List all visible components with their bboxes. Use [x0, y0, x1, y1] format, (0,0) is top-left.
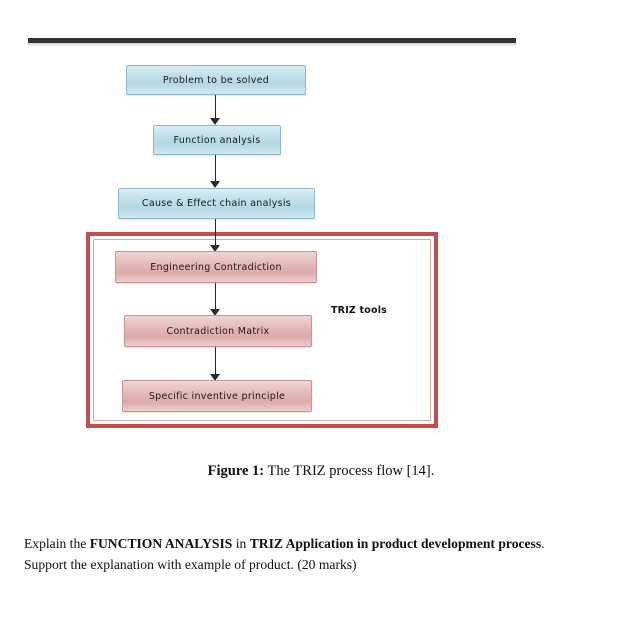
question-emphasis-function-analysis: FUNCTION ANALYSIS [89, 536, 233, 551]
arrow-head [210, 118, 220, 125]
arrow-shaft [215, 155, 217, 182]
question-line1-suffix: . [541, 536, 545, 551]
flow-node-contradiction-matrix: Contradiction Matrix [124, 315, 312, 347]
arrow-shaft [215, 347, 217, 375]
question-emphasis-triz-application: TRIZ Application in product development … [249, 536, 542, 551]
figure-triz-process-flow: Problem to be solved Function analysis C… [86, 65, 438, 428]
flow-node-problem-label: Problem to be solved [162, 74, 270, 86]
question-line1-prefix: Explain the [24, 536, 90, 551]
arrow-shaft [215, 283, 217, 310]
arrow-head [210, 181, 220, 188]
flow-arrow-function-to-cause-effect [210, 155, 221, 188]
flow-node-engineering-contradiction: Engineering Contradiction [115, 251, 317, 283]
flow-node-function-analysis-label: Function analysis [173, 134, 261, 146]
figure-caption: Figure 1: The TRIZ process flow [14]. [0, 463, 642, 480]
figure-caption-label: Figure 1: [207, 463, 265, 479]
flow-node-specific-inventive-principle: Specific inventive principle [122, 380, 312, 412]
arrow-head [210, 374, 220, 381]
question-text: Explain the FUNCTION ANALYSIS in TRIZ Ap… [24, 533, 618, 575]
flow-node-cause-effect-chain-analysis-label: Cause & Effect chain analysis [141, 198, 292, 209]
arrow-shaft [215, 95, 217, 119]
triz-tools-label: TRIZ tools [331, 305, 388, 316]
header-rule [28, 38, 516, 47]
triz-tools-frame-inner-border [93, 239, 431, 421]
figure-caption-text: The TRIZ process flow [14]. [264, 463, 435, 479]
flow-node-problem: Problem to be solved [126, 65, 306, 95]
flow-node-engineering-contradiction-label: Engineering Contradiction [150, 261, 282, 273]
arrow-shaft [215, 219, 217, 246]
flow-arrow-problem-to-function [210, 95, 221, 125]
flow-node-specific-inventive-principle-label: Specific inventive principle [148, 390, 286, 402]
flow-node-function-analysis: Function analysis [153, 125, 281, 155]
arrow-head [210, 245, 220, 252]
flow-arrow-cause-effect-to-engineering [210, 219, 221, 252]
flow-arrow-engineering-to-matrix [210, 283, 221, 316]
flow-node-cause-effect-chain-analysis: Cause & Effect chain analysis [118, 188, 315, 219]
question-line2: Support the explanation with example of … [24, 557, 357, 572]
flow-arrow-matrix-to-principle [210, 347, 221, 381]
question-line1-middle: in [232, 536, 250, 551]
arrow-head [210, 309, 220, 316]
flow-node-contradiction-matrix-label: Contradiction Matrix [166, 325, 270, 337]
